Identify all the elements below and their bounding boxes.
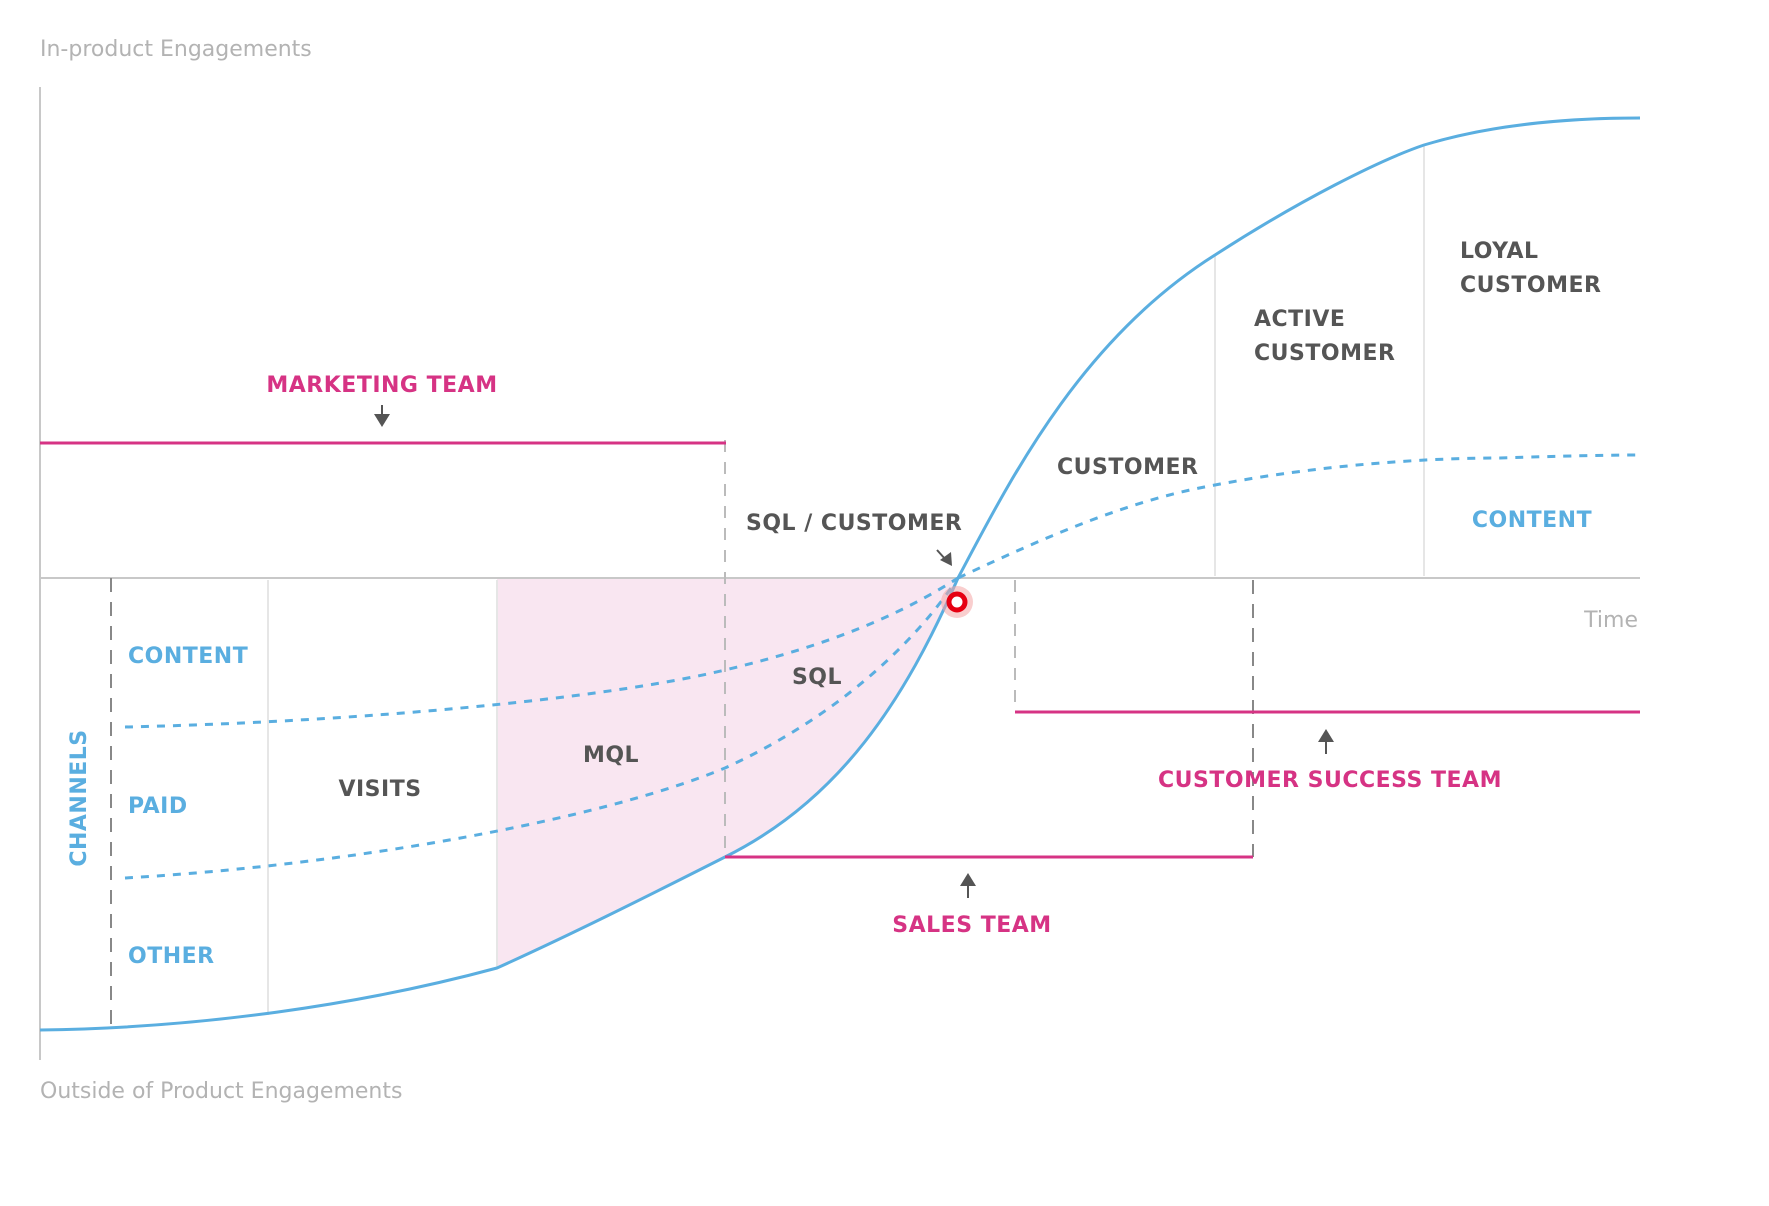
stage-loyal-customer-line2: CUSTOMER	[1460, 273, 1601, 298]
stage-sql-customer-label: SQL / CUSTOMER	[746, 511, 962, 536]
y-axis-bottom-caption: Outside of Product Engagements	[40, 1079, 402, 1104]
sales-team-arrow	[960, 873, 976, 898]
channels-title: CHANNELS	[67, 729, 92, 866]
content-channel-dashed-curve	[124, 576, 959, 729]
stage-active-customer-line2: CUSTOMER	[1254, 341, 1395, 366]
channel-content-label: CONTENT	[128, 644, 248, 669]
stage-content-upper-label: CONTENT	[1472, 508, 1592, 533]
marketing-team-label: MARKETING TEAM	[266, 373, 497, 398]
mql-sql-highlight-region	[497, 578, 958, 968]
paid-channel-dashed-curve	[124, 577, 960, 880]
stage-visits-label: VISITS	[338, 777, 421, 802]
marketing-team-arrow	[374, 405, 390, 427]
x-axis-caption: Time	[1583, 608, 1638, 633]
channel-other-label: OTHER	[128, 944, 215, 969]
stage-mql-label: MQL	[583, 743, 639, 768]
stage-loyal-customer-line1: LOYAL	[1460, 239, 1539, 264]
channel-paid-label: PAID	[128, 794, 188, 819]
sales-team-label: SALES TEAM	[892, 913, 1051, 938]
cursor-marker	[946, 591, 968, 613]
stage-sql-label: SQL	[792, 665, 842, 690]
stage-customer-label: CUSTOMER	[1057, 455, 1198, 480]
sql-customer-arrow	[936, 549, 952, 566]
content-upper-dashed-curve	[957, 453, 1641, 580]
stage-active-customer-line1: ACTIVE	[1254, 307, 1345, 332]
lifecycle-main-curve	[39, 116, 1641, 1032]
customer-success-team-label: CUSTOMER SUCCESS TEAM	[1158, 768, 1502, 793]
customer-success-team-arrow	[1318, 729, 1334, 754]
y-axis-top-caption: In-product Engagements	[40, 37, 312, 62]
